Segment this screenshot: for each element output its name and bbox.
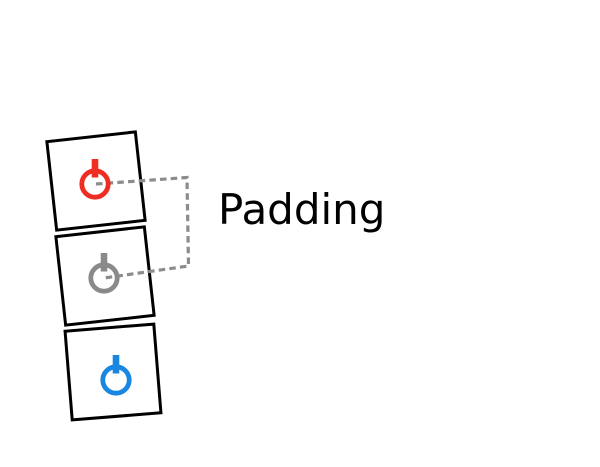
power-icon-bar	[112, 355, 120, 374]
power-icon-bar	[100, 253, 108, 272]
power-icon-gray	[88, 253, 120, 294]
padding-label: Padding	[218, 185, 386, 234]
power-icon-red	[79, 159, 111, 200]
power-icon-bar	[91, 159, 99, 178]
power-icon-blue	[100, 355, 132, 396]
